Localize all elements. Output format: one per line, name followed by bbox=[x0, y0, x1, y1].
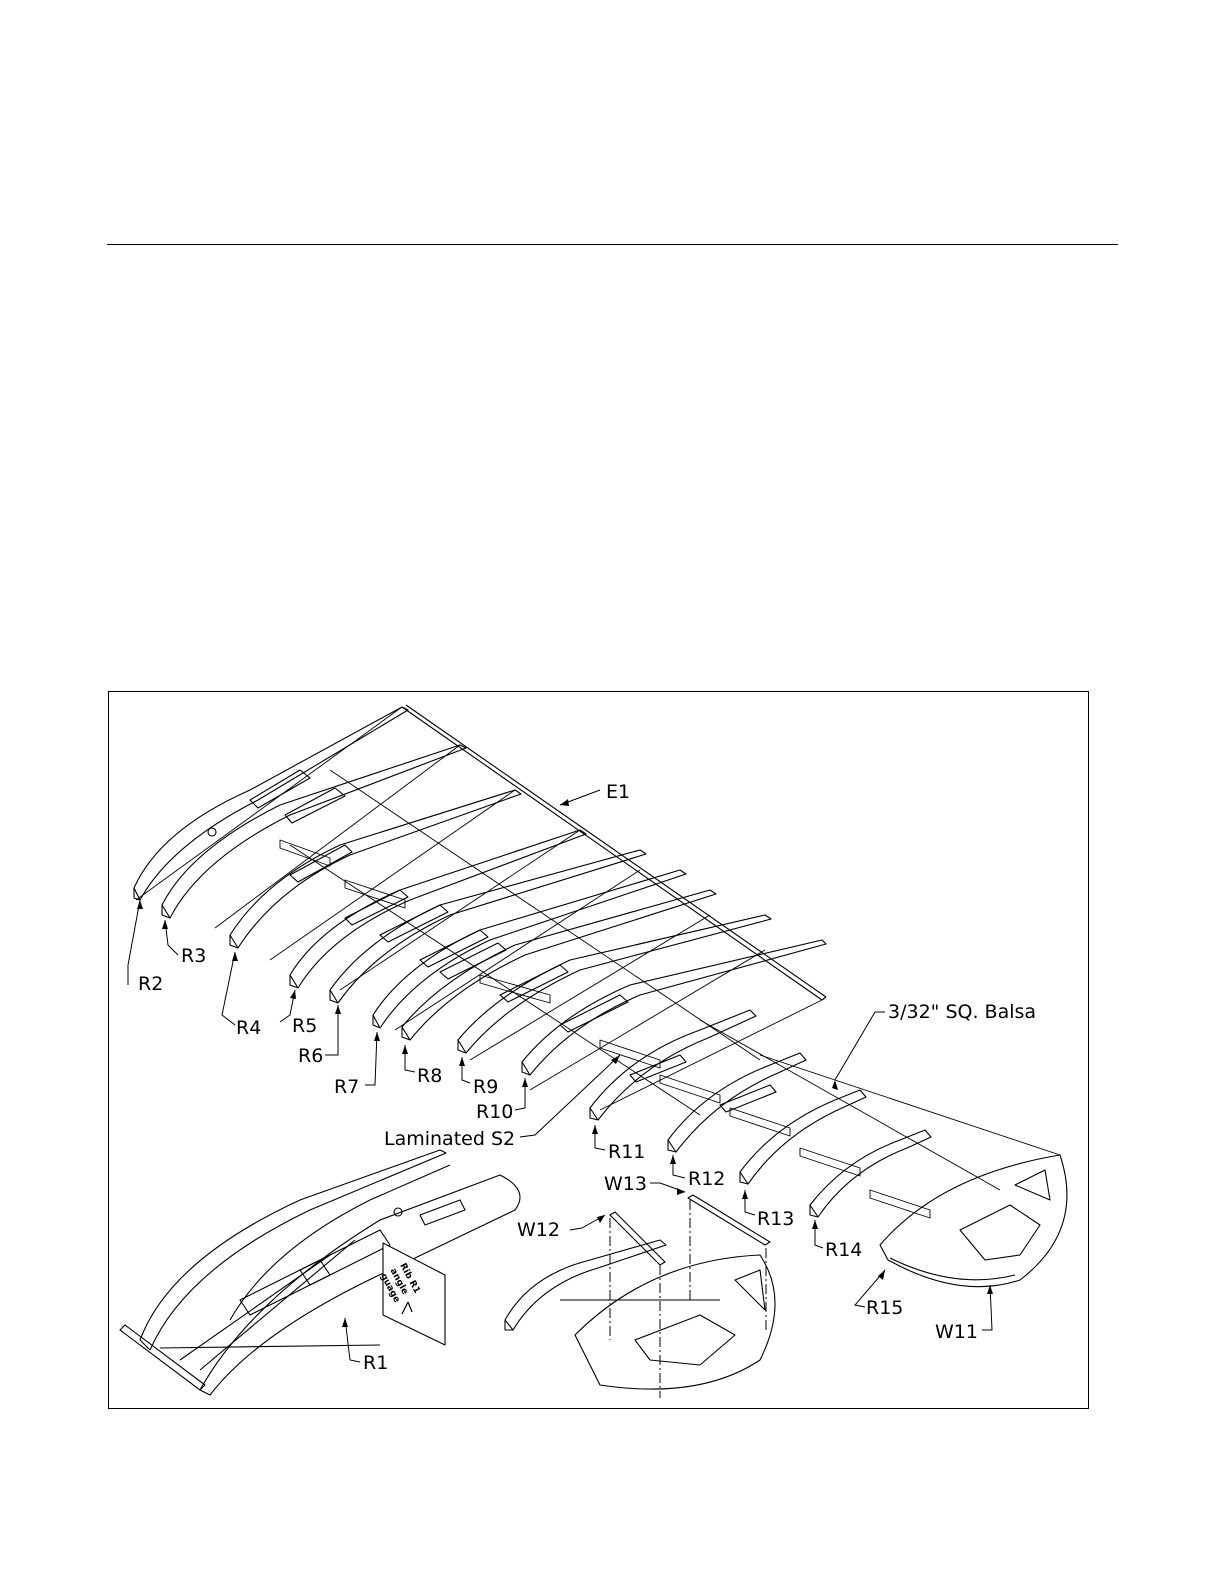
label-laminated-s2: Laminated S2 bbox=[384, 1128, 515, 1150]
label-r2: R2 bbox=[138, 973, 163, 995]
label-w12: W12 bbox=[517, 1219, 560, 1241]
label-balsa: 3/32" SQ. Balsa bbox=[888, 1001, 1036, 1023]
spar-blocks bbox=[280, 840, 930, 1218]
rib-r9 bbox=[458, 915, 771, 1053]
label-r13: R13 bbox=[757, 1208, 794, 1230]
leader-lines bbox=[128, 790, 992, 1362]
w12-strip bbox=[610, 1212, 665, 1265]
label-r7: R7 bbox=[334, 1076, 359, 1098]
arrowheads bbox=[137, 799, 993, 1327]
label-e1: E1 bbox=[606, 781, 630, 803]
label-r11: R11 bbox=[608, 1141, 645, 1163]
label-r5: R5 bbox=[292, 1015, 317, 1037]
rib-r7 bbox=[373, 870, 686, 1028]
label-r12: R12 bbox=[688, 1168, 725, 1190]
label-r1: R1 bbox=[363, 1352, 388, 1374]
label-r14: R14 bbox=[825, 1239, 862, 1261]
label-r15: R15 bbox=[866, 1297, 903, 1319]
label-r6: R6 bbox=[298, 1045, 323, 1067]
stringers bbox=[136, 707, 822, 1115]
label-r10: R10 bbox=[476, 1101, 513, 1123]
rib-r2 bbox=[134, 707, 408, 900]
rib-r1-assembly bbox=[120, 1150, 520, 1395]
label-r4: R4 bbox=[236, 1017, 261, 1039]
label-r9: R9 bbox=[473, 1076, 498, 1098]
label-w11: W11 bbox=[935, 1321, 978, 1343]
label-w13: W13 bbox=[604, 1173, 647, 1195]
part-labels: E1 R2 R3 R4 R5 R6 R7 R8 R9 R10 Laminated… bbox=[138, 781, 1036, 1374]
rib-r6 bbox=[330, 850, 646, 1003]
rib-r13 bbox=[740, 1090, 866, 1184]
label-r8: R8 bbox=[417, 1065, 442, 1087]
rib-r5 bbox=[290, 830, 586, 988]
label-r3: R3 bbox=[181, 945, 206, 967]
rib-r11 bbox=[590, 1010, 756, 1120]
trailing-edge-e1 bbox=[402, 705, 826, 1000]
